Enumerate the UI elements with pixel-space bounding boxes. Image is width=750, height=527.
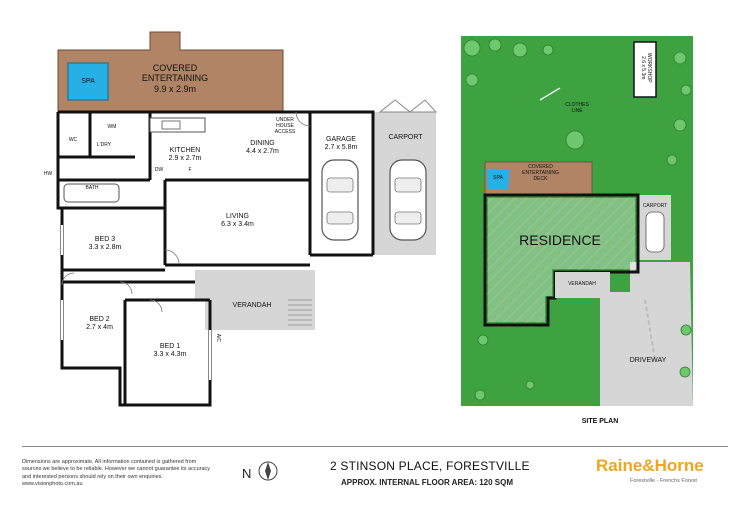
dining-dims: 4.4 x 2.7m — [246, 148, 279, 156]
disclaimer-text: Dimensions are approximate. All informat… — [22, 459, 211, 480]
windows — [61, 225, 211, 380]
garage-label: GARAGE 2.7 x 5.8m — [312, 136, 370, 152]
dining-label: DINING 4.4 x 2.7m — [230, 140, 295, 156]
deck-line2: ENTERTAINING — [141, 73, 209, 84]
living-dims: 6.3 x 3.4m — [221, 221, 254, 229]
bed3-dims: 3.3 x 2.8m — [88, 244, 122, 252]
wm-label: WM — [107, 124, 117, 130]
dw-label: DW — [154, 167, 164, 173]
site-deck-line1: COVERED — [528, 164, 553, 170]
deck-line1: COVERED — [152, 63, 198, 73]
brand-logo: Raine&Horne — [596, 456, 704, 475]
verandah-stairs — [288, 299, 312, 326]
site-deck-line2: ENTERTAINING — [522, 169, 559, 176]
site-plan-title: SITE PLAN — [581, 418, 619, 425]
carport-label: CARPORT — [388, 134, 423, 141]
carport-gate — [378, 99, 438, 113]
bed2-label: BED 2 2.7 x 4m — [72, 316, 127, 332]
site-workshop-line2: 2.6 x 5.3m — [640, 56, 646, 80]
site-plan — [461, 36, 693, 406]
brand-subtitle: Forestville - Frenchs Forest — [630, 478, 697, 484]
site-carport-car — [645, 211, 665, 253]
floor-area: APPROX. INTERNAL FLOOR AREA: 120 SQM — [341, 478, 514, 487]
bed1-name: BED 1 — [159, 343, 181, 350]
ldry-label: L'DRY — [96, 142, 112, 148]
garage-name: GARAGE — [326, 136, 356, 143]
under-house-line1: UNDER — [276, 117, 294, 123]
garage-dims: 2.7 x 5.8m — [324, 144, 358, 152]
site-verandah — [555, 272, 610, 298]
site-workshop — [633, 41, 657, 98]
site-spa-label: SPA — [493, 175, 503, 181]
kitchen-label: KITCHEN 2.9 x 2.7m — [155, 147, 215, 163]
bed2-dims: 2.7 x 4m — [86, 324, 113, 332]
disclaimer: Dimensions are approximate. All informat… — [22, 459, 217, 489]
floor-plan — [56, 31, 438, 407]
site-carport-label: CARPORT — [642, 203, 668, 209]
kitchen-name: KITCHEN — [169, 147, 201, 154]
verandah-label: VERANDAH — [232, 302, 272, 309]
under-house-line3: ACCESS — [274, 128, 296, 135]
site-driveway — [600, 262, 693, 406]
spa-tub — [67, 62, 109, 101]
fridge-label: F — [188, 167, 192, 173]
living-name: LIVING — [226, 213, 249, 220]
kitchen-dims: 2.9 x 2.7m — [168, 155, 202, 163]
compass-icon: N — [242, 461, 278, 481]
bed3-name: BED 3 — [94, 236, 116, 243]
site-workshop-label: WORKSHOP 2.6 x 5.3m — [639, 43, 652, 93]
bath-tub — [63, 183, 120, 203]
deck-label: COVERED ENTERTAINING 9.9 x 2.9m — [120, 63, 230, 94]
site-residence-label: RESIDENCE — [519, 232, 601, 248]
carport-car — [389, 159, 427, 241]
property-address: 2 STINSON PLACE, FORESTVILLE — [330, 459, 530, 473]
site-trees — [463, 38, 692, 401]
site-clothes-line — [539, 87, 561, 101]
bed3-label: BED 3 3.3 x 2.8m — [75, 236, 135, 252]
dining-name: DINING — [250, 140, 275, 147]
spa-label: SPA — [81, 78, 95, 85]
site-deck-line3: DECK — [533, 175, 548, 182]
site-path — [644, 299, 656, 361]
under-house-access-label: UNDER HOUSE ACCESS — [265, 117, 305, 135]
walls — [56, 110, 375, 407]
bath-label: BATH — [85, 185, 99, 191]
kitchen-sink — [161, 120, 181, 130]
bed2-name: BED 2 — [89, 316, 110, 323]
garage-car — [321, 159, 359, 241]
bed1-label: BED 1 3.3 x 4.3m — [140, 343, 200, 359]
site-clothes-line1: CLOTHES — [565, 102, 589, 108]
site-spa — [487, 170, 509, 190]
hw-label: HW — [43, 171, 53, 177]
website-link[interactable]: www.visionphoto.com.au — [22, 481, 83, 488]
bed1-dims: 3.3 x 4.3m — [153, 351, 187, 359]
under-house-line2: HOUSE — [276, 122, 294, 129]
site-clothes-line2: LINE — [571, 107, 583, 114]
footer — [0, 446, 750, 527]
site-clothes-line-label: CLOTHES LINE — [562, 102, 592, 115]
site-residence-fill — [488, 198, 635, 322]
svg-text:N: N — [242, 466, 251, 481]
site-workshop-line1: WORKSHOP — [645, 52, 652, 83]
footer-divider — [22, 446, 728, 447]
site-deck-label: COVERED ENTERTAINING DECK — [513, 164, 568, 182]
door-swings — [61, 111, 311, 313]
deck-dims: 9.9 x 2.9m — [153, 83, 197, 94]
site-verandah-label: VERANDAH — [568, 281, 596, 287]
wc-label: WC — [68, 137, 78, 143]
living-label: LIVING 6.3 x 3.4m — [200, 213, 275, 229]
verandah-area — [195, 270, 315, 330]
site-driveway-label: DRIVEWAY — [629, 357, 667, 364]
